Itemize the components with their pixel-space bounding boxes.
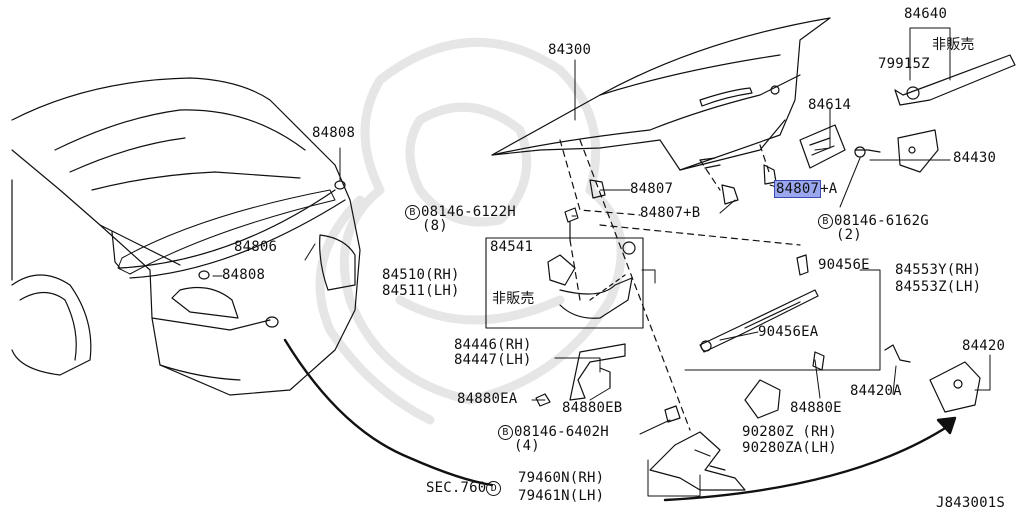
- label-84553y-rh: 84553Y(RH): [895, 262, 982, 278]
- reference-arrows: [283, 338, 957, 502]
- label-84640: 84640: [904, 6, 948, 22]
- sec-760-text: SEC.760: [426, 480, 487, 496]
- leader-lines: [212, 27, 991, 497]
- label-bolt-6402h-qty: (4): [514, 438, 540, 454]
- label-bolt-6122h-qty: (8): [422, 218, 448, 234]
- label-90280z-rh: 90280Z (RH): [742, 424, 837, 440]
- label-84420: 84420: [962, 338, 1006, 354]
- label-84447-lh: 84447(LH): [454, 352, 532, 368]
- label-84541: 84541: [490, 239, 534, 255]
- label-84430: 84430: [953, 150, 997, 166]
- diagram-reference-code: J843001S: [936, 495, 1006, 511]
- sec-d-icon: D: [486, 481, 502, 496]
- bolt-6162g-number: 08146-6162G: [834, 213, 929, 229]
- bolt-6402h-number: 08146-6402H: [514, 424, 609, 440]
- label-90456ea: 90456EA: [758, 324, 819, 340]
- label-84807-a-suffix: +A: [820, 181, 838, 197]
- bolt-b-icon: B: [818, 214, 833, 229]
- label-84511-lh: 84511(LH): [382, 283, 460, 299]
- label-not-for-sale-1: 非販売: [932, 37, 975, 53]
- label-84300: 84300: [548, 42, 592, 58]
- car-body-drawing: [11, 77, 361, 396]
- label-not-for-sale-2: 非販売: [492, 291, 535, 307]
- label-84880e: 84880E: [790, 400, 842, 416]
- label-84807: 84807: [630, 181, 674, 197]
- bolt-6122h-number: 08146-6122H: [421, 204, 516, 220]
- bolt-b-icon: B: [498, 425, 513, 440]
- label-79915z: 79915Z: [878, 56, 930, 72]
- label-90280za-lh: 90280ZA(LH): [742, 440, 837, 456]
- label-84420a: 84420A: [850, 383, 902, 399]
- trunk-lid-drawing: [491, 17, 831, 431]
- bolt-b-icon: B: [405, 205, 420, 220]
- label-84614: 84614: [808, 97, 852, 113]
- label-84446-rh: 84446(RH): [454, 337, 532, 353]
- label-84880eb: 84880EB: [562, 400, 623, 416]
- group-box-84510: [485, 237, 644, 329]
- label-90456e: 90456E: [818, 257, 870, 273]
- label-bolt-6162g-qty: (2): [836, 227, 862, 243]
- label-84880ea: 84880EA: [457, 391, 518, 407]
- label-84807-a[interactable]: 84807+A: [773, 180, 838, 198]
- label-79460n-rh: 79460N(RH): [518, 470, 605, 486]
- label-84808-top: 84808: [312, 125, 356, 141]
- label-79461n-lh: 79461N(LH): [518, 488, 605, 504]
- label-84510-rh: 84510(RH): [382, 267, 460, 283]
- label-84807-b: 84807+B: [640, 205, 701, 221]
- label-84806: 84806: [234, 239, 278, 255]
- label-84553z-lh: 84553Z(LH): [895, 279, 982, 295]
- parts-sketches: [535, 54, 1016, 491]
- highlighted-part-number[interactable]: 84807: [773, 180, 822, 198]
- label-84808-lower: 84808: [222, 267, 266, 283]
